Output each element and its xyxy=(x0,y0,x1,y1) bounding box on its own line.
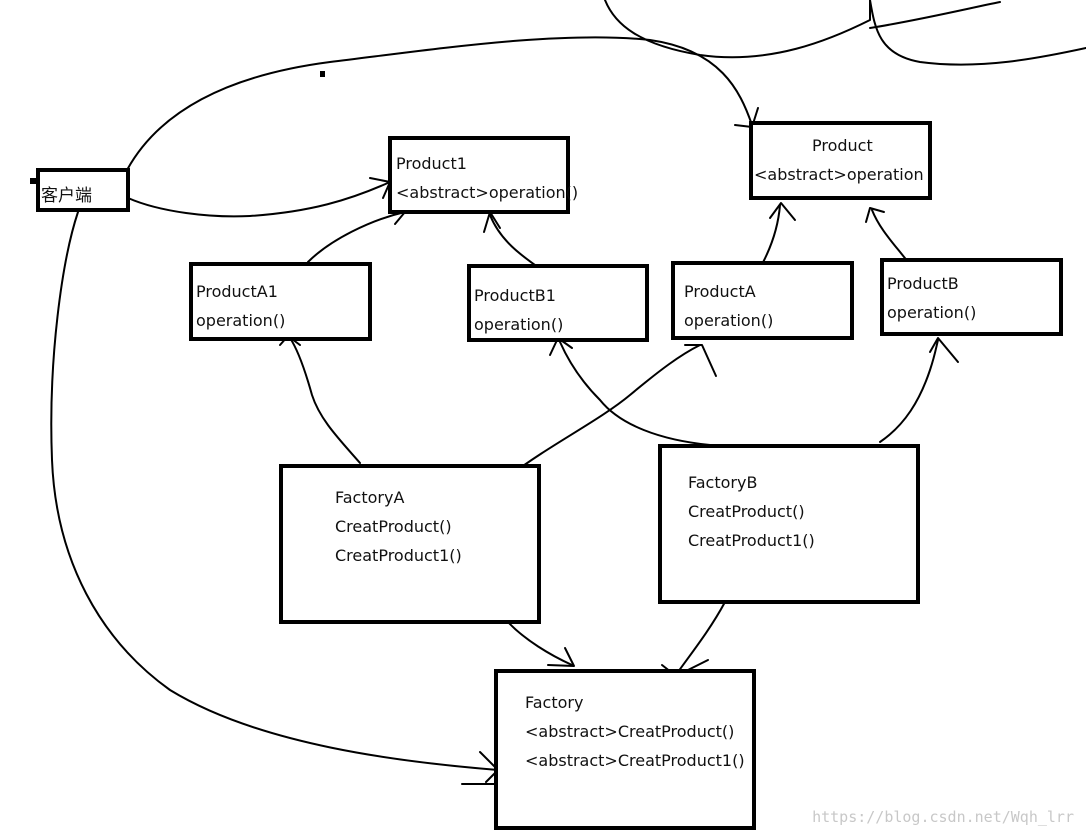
factoryA-method-2: CreatProduct1() xyxy=(335,546,462,565)
arrowhead-factory-a xyxy=(547,647,575,667)
productA1-name: ProductA1 xyxy=(196,282,278,301)
productA-box: ProductA operation() xyxy=(671,261,854,340)
arrow-factoryB-to-productB1 xyxy=(559,341,711,446)
product-operation: <abstract>operation xyxy=(754,165,924,184)
arrow-client-to-product xyxy=(126,36,753,171)
scribble-line xyxy=(869,1,1001,29)
productB-name: ProductB xyxy=(887,274,959,293)
product1-operation: <abstract>operation() xyxy=(396,183,579,202)
productB1-box: ProductB1 operation() xyxy=(467,264,649,342)
arrowhead-product1-client xyxy=(369,177,391,199)
factoryA-box: FactoryA CreatProduct() CreatProduct1() xyxy=(279,464,541,624)
productA1-operation: operation() xyxy=(196,311,286,330)
arrow-factoryA-to-productA1 xyxy=(289,337,361,464)
watermark: https://blog.csdn.net/Wqh_lrr xyxy=(812,808,1074,826)
productB-box: ProductB operation() xyxy=(880,258,1063,336)
product-name: Product xyxy=(812,136,873,155)
client-tick-left xyxy=(30,178,36,184)
arrow-factoryB-to-productB xyxy=(879,339,939,443)
arrow-factoryA-to-factory xyxy=(507,621,573,666)
factoryB-name: FactoryB xyxy=(688,473,758,492)
factoryA-method-1: CreatProduct() xyxy=(335,517,452,536)
arrow-productB-to-product xyxy=(871,209,909,263)
factory-name: Factory xyxy=(525,693,584,712)
factoryB-method-1: CreatProduct() xyxy=(688,502,805,521)
arrowhead-product-b xyxy=(865,207,885,223)
client-box: 客户端 xyxy=(36,168,130,212)
productB1-operation: operation() xyxy=(474,315,564,334)
scribble-top xyxy=(604,0,871,59)
arrowhead-productA xyxy=(684,344,717,377)
product1-name: Product1 xyxy=(396,154,467,173)
arrow-productA1-to-product1 xyxy=(307,211,406,263)
factory-method-2: <abstract>CreatProduct1() xyxy=(525,751,745,770)
arrow-factoryA-to-productA xyxy=(511,344,701,475)
arrowhead-productB xyxy=(929,337,959,363)
client-label: 客户端 xyxy=(41,186,92,206)
factory-method-1: <abstract>CreatProduct() xyxy=(525,722,735,741)
productB1-name: ProductB1 xyxy=(474,286,556,305)
dot-mark xyxy=(320,71,325,77)
arrowhead-product-a xyxy=(769,202,796,221)
arrow-factoryB-to-factory xyxy=(677,601,726,673)
arrow-client-to-factory xyxy=(50,211,499,771)
productB-operation: operation() xyxy=(887,303,977,322)
productA-operation: operation() xyxy=(684,311,774,330)
product-box: Product <abstract>operation xyxy=(749,121,932,200)
factory-box: Factory <abstract>CreatProduct() <abstra… xyxy=(494,669,756,830)
arrow-client-to-product1 xyxy=(127,181,391,218)
scribble-top-right xyxy=(869,0,1086,66)
factoryA-name: FactoryA xyxy=(335,488,405,507)
factoryB-method-2: CreatProduct1() xyxy=(688,531,815,550)
arrow-productA-to-product xyxy=(759,204,781,269)
productA1-box: ProductA1 operation() xyxy=(189,262,372,341)
factoryB-box: FactoryB CreatProduct() CreatProduct1() xyxy=(658,444,920,604)
product1-box: Product1 <abstract>operation() xyxy=(388,136,578,214)
productA-name: ProductA xyxy=(684,282,756,301)
